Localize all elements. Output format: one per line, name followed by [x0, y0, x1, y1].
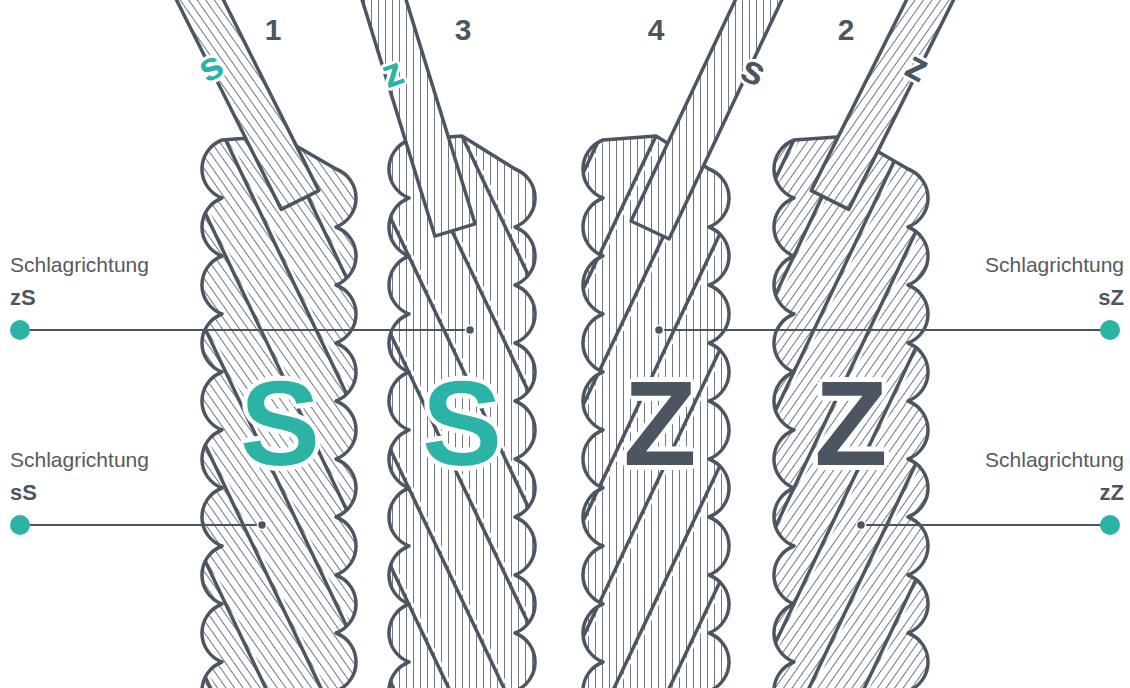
- rope-lay-letter: Z: [623, 363, 696, 483]
- rope-lay-letter: S: [240, 363, 320, 483]
- callout-label: Schlagrichtung: [985, 449, 1124, 470]
- rope: [241, 0, 1130, 688]
- callout-label: Schlagrichtung: [10, 449, 149, 470]
- callout-dot: [10, 320, 30, 340]
- callout-number: 2: [838, 15, 855, 45]
- lay-code: sS: [10, 482, 37, 504]
- strand-lay-letter: z: [900, 44, 936, 89]
- strand-tail: [358, 0, 475, 236]
- leader-line: [20, 329, 470, 331]
- leader-line: [20, 524, 262, 526]
- lay-code: zZ: [1100, 482, 1124, 504]
- leader-lines: [10, 320, 1120, 535]
- strand-tail: [811, 0, 959, 209]
- leader-line: [861, 524, 1110, 526]
- strand-lay-letter: z: [376, 50, 408, 94]
- callout-label: Schlagrichtung: [985, 254, 1124, 275]
- rope: [58, 0, 1075, 688]
- leader-end-dot: [258, 521, 267, 530]
- rope: [46, 0, 1063, 688]
- callout-label: Schlagrichtung: [10, 254, 149, 275]
- callout-dot: [10, 515, 30, 535]
- strand-tail: [171, 0, 319, 209]
- lay-code: zS: [10, 287, 36, 309]
- leader-end-dot: [857, 521, 866, 530]
- strand-tail: [631, 0, 787, 239]
- callout-dot: [1100, 515, 1120, 535]
- callout-number: 1: [265, 15, 282, 45]
- strand-lay-letter: s: [191, 43, 229, 89]
- strand-lay-letter: s: [735, 47, 772, 93]
- rope-lay-letter: S: [422, 363, 502, 483]
- callout-number: 4: [648, 15, 665, 45]
- leader-line: [659, 329, 1110, 331]
- callout-dot: [1100, 320, 1120, 340]
- leader-end-dot: [466, 326, 475, 335]
- leader-end-dot: [655, 326, 664, 335]
- rope-lay-letter: Z: [814, 363, 887, 483]
- rope: [0, 0, 893, 688]
- lay-code: sZ: [1098, 287, 1124, 309]
- callout-number: 3: [455, 15, 472, 45]
